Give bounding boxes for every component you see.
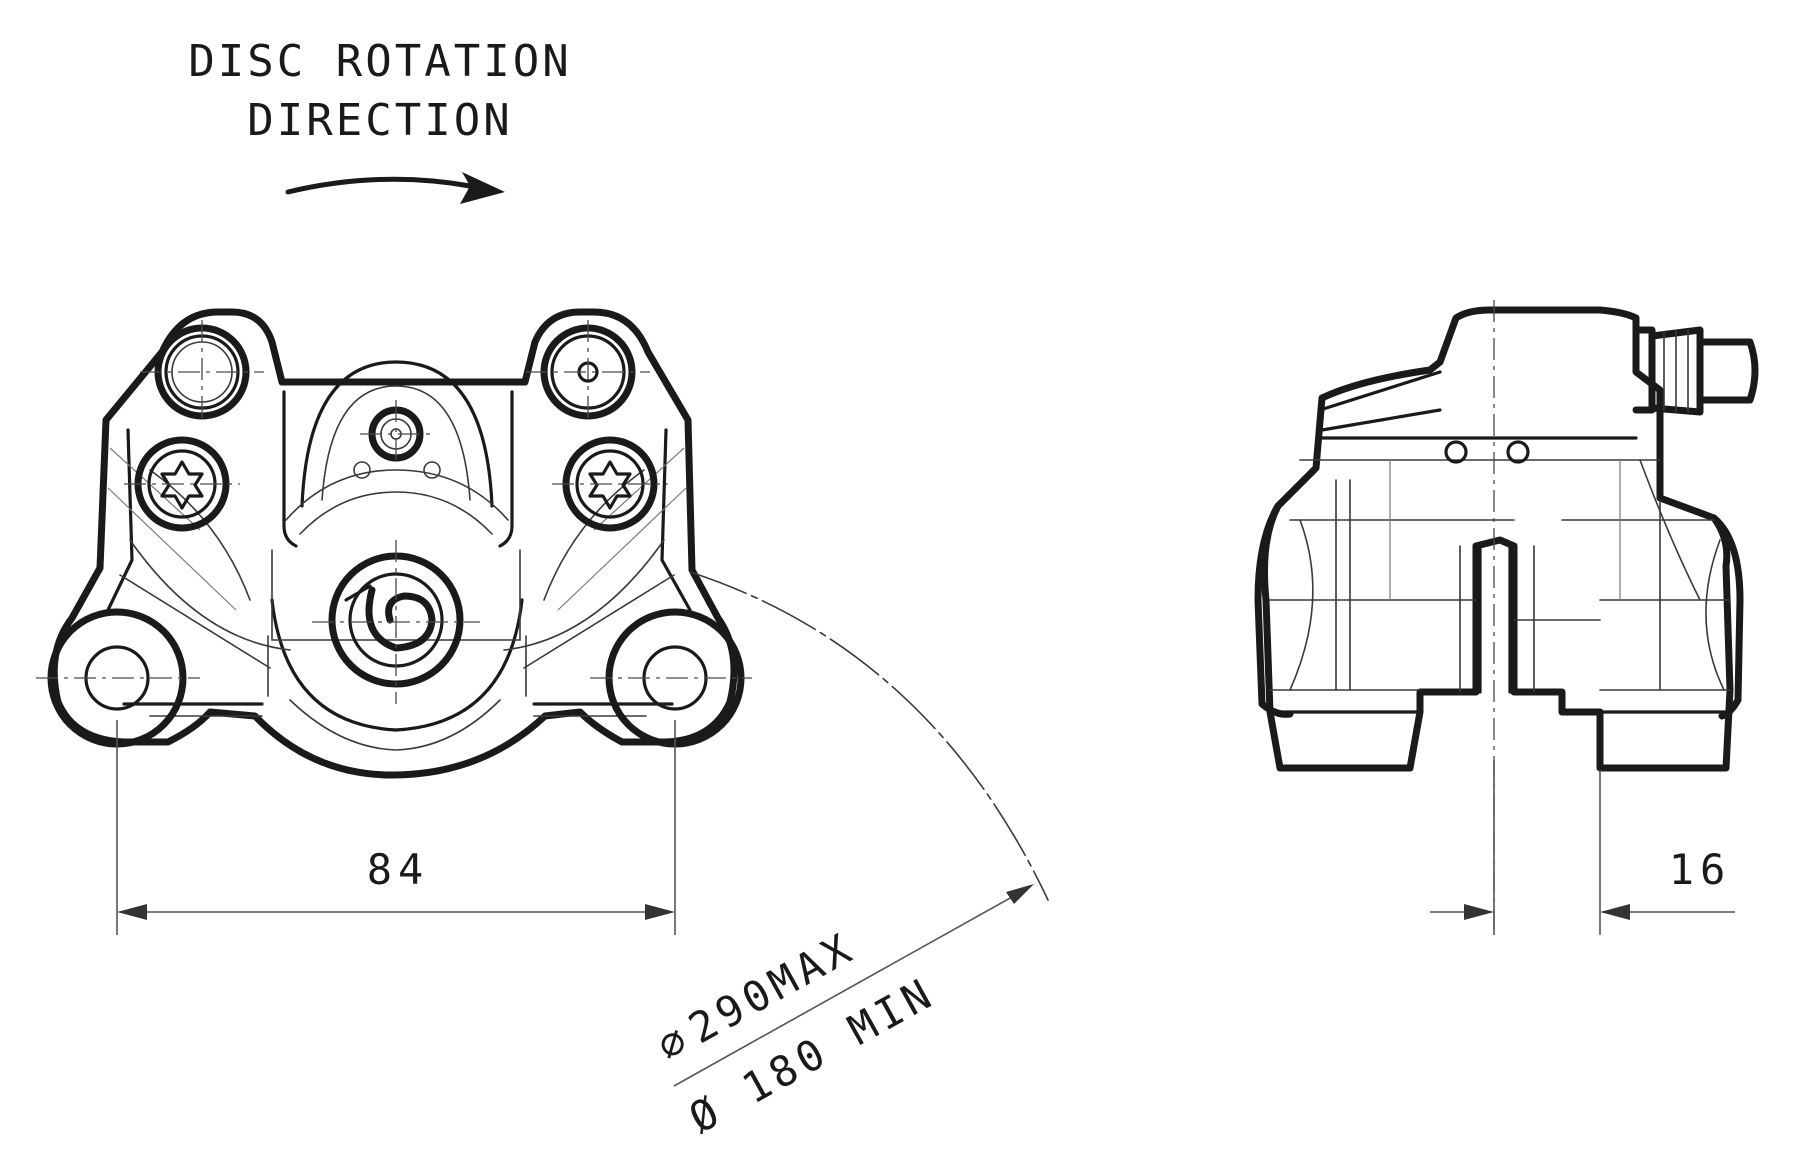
rotation-caption-line1: DISC ROTATION xyxy=(188,36,571,87)
bleed-valve-icon xyxy=(353,406,441,479)
rotation-caption-line2: DIRECTION xyxy=(247,95,512,146)
mount-spacing-value: 84 xyxy=(367,845,430,894)
banjo-fitting-icon xyxy=(1632,326,1759,416)
offset-dimension: 16 xyxy=(1430,760,1735,935)
side-hole-left-icon xyxy=(1444,440,1468,464)
disc-diameter-annotation: ⌀ 290MAX Ø 180 MIN xyxy=(649,571,1049,1143)
side-hole-right-icon xyxy=(1506,440,1530,464)
rotation-caption: DISC ROTATION DIRECTION xyxy=(188,36,571,146)
rotation-arrow-icon xyxy=(285,172,505,204)
caliper-front-view xyxy=(36,308,752,779)
mount-spacing-dimension: 84 xyxy=(116,720,676,935)
caliper-side-view xyxy=(1254,300,1759,935)
offset-value: 16 xyxy=(1669,845,1732,894)
